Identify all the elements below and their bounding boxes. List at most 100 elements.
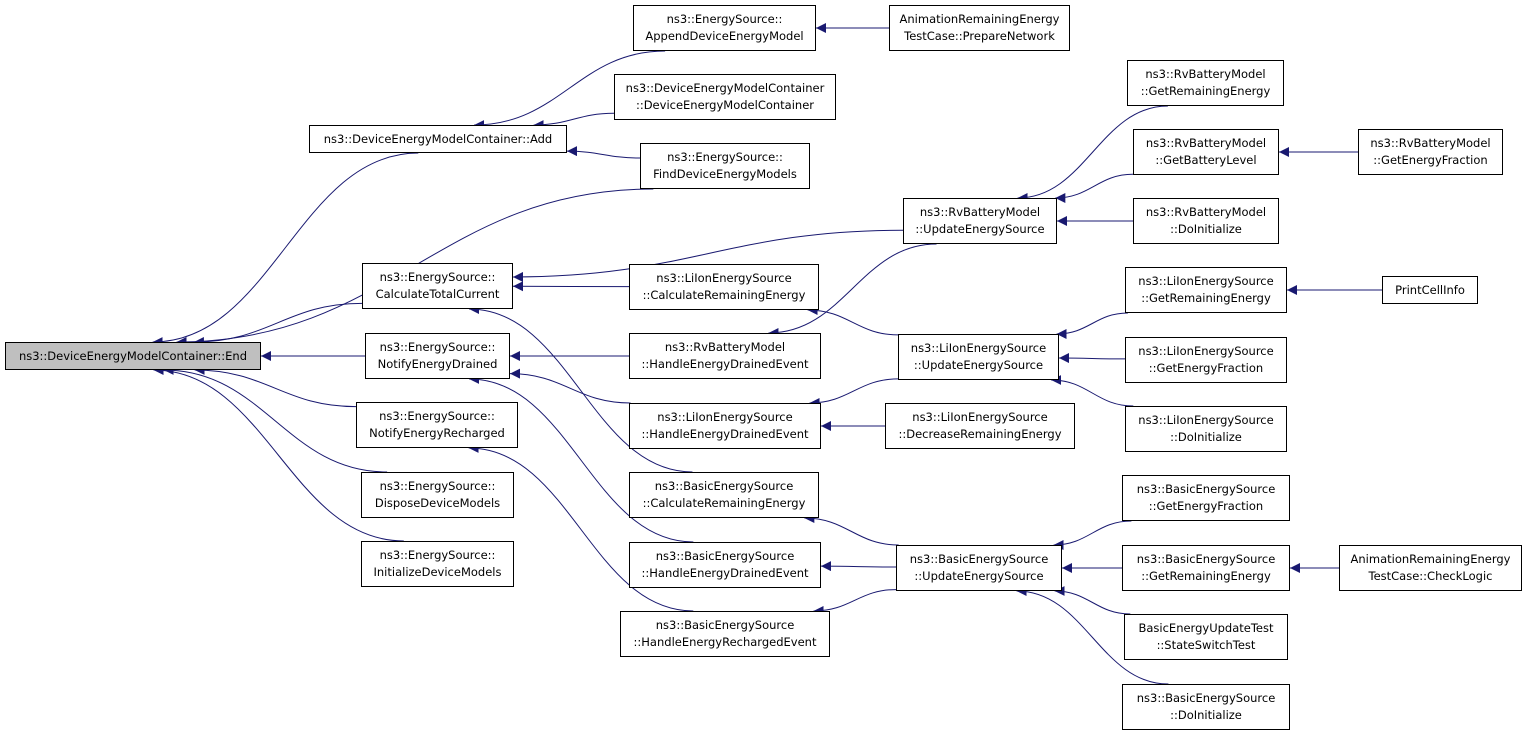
node-label-line-1: AnimationRemainingEnergy bbox=[1350, 552, 1511, 566]
edge-li_handle_drained-to-es_notify_drained bbox=[509, 368, 631, 404]
edge-es_calc_total-to-root bbox=[193, 302, 363, 347]
node-label-line-2: NotifyEnergyRecharged bbox=[369, 426, 505, 440]
edge-dem_ctor-to-dem_add bbox=[533, 112, 615, 130]
node-label-line-1: BasicEnergyUpdateTest bbox=[1138, 621, 1274, 635]
edge-li_get_frac-to-li_update bbox=[1058, 353, 1126, 364]
node-label-line-2: ::StateSwitchTest bbox=[1156, 638, 1256, 652]
node-label-line-2: AppendDeviceEnergyModel bbox=[645, 29, 804, 43]
node-label-line-1: ns3::RvBatteryModel bbox=[1370, 136, 1491, 150]
node-rv-get-remaining-energy[interactable]: ns3::RvBatteryModel ::GetRemainingEnergy bbox=[1127, 60, 1284, 106]
node-label-line-2: ::HandleEnergyRechargedEvent bbox=[633, 635, 817, 649]
node-dem-container-constructor[interactable]: ns3::DeviceEnergyModelContainer ::Device… bbox=[614, 74, 836, 120]
node-label-line-2: ::HandleEnergyDrainedEvent bbox=[641, 566, 809, 580]
edge-es_find-to-dem_add bbox=[566, 146, 641, 159]
node-label-line-2: ::GetRemainingEnergy bbox=[1140, 84, 1271, 98]
node-label-line-1: ns3::LiIonEnergySource bbox=[1138, 274, 1274, 288]
node-dem-container-add[interactable]: ns3::DeviceEnergyModelContainer::Add bbox=[309, 125, 567, 153]
node-rv-handle-energy-drained-event[interactable]: ns3::RvBatteryModel ::HandleEnergyDraine… bbox=[629, 333, 821, 379]
node-label-line-2: ::HandleEnergyDrainedEvent bbox=[641, 427, 809, 441]
node-animation-prepare-network[interactable]: AnimationRemainingEnergy TestCase::Prepa… bbox=[889, 5, 1070, 51]
node-print-cell-info[interactable]: PrintCellInfo bbox=[1382, 276, 1478, 304]
node-energy-source-find-device-energy-models[interactable]: ns3::EnergySource:: FindDeviceEnergyMode… bbox=[640, 143, 810, 189]
edge-basic_handle_drained-to-es_notify_drained bbox=[469, 374, 694, 543]
edge-li_doinit-to-li_update bbox=[1051, 375, 1134, 407]
edge-li_update-to-li_calc_rem bbox=[807, 305, 899, 336]
node-label-line-1: ns3::EnergySource:: bbox=[379, 548, 496, 562]
node-label-line-2: ::UpdateEnergySource bbox=[913, 358, 1044, 372]
node-energy-source-append-device-energy-model[interactable]: ns3::EnergySource:: AppendDeviceEnergyMo… bbox=[633, 5, 816, 51]
edge-dem_add-to-root bbox=[152, 152, 419, 347]
node-liion-update-energy-source[interactable]: ns3::LiIonEnergySource ::UpdateEnergySou… bbox=[898, 334, 1059, 380]
node-label-line-2: ::UpdateEnergySource bbox=[914, 569, 1044, 583]
node-label-line-2: CalculateTotalCurrent bbox=[375, 287, 500, 301]
node-label-line-1: ns3::EnergySource:: bbox=[379, 409, 495, 423]
node-energy-source-dispose-device-models[interactable]: ns3::EnergySource:: DisposeDeviceModels bbox=[361, 472, 514, 518]
edge-rv_update-to-es_calc_total bbox=[512, 229, 904, 282]
node-label-line-2: DisposeDeviceModels bbox=[374, 496, 501, 510]
node-label-line-1: ns3::BasicEnergySource bbox=[1136, 552, 1276, 566]
node-label-line-2: FindDeviceEnergyModels bbox=[653, 167, 797, 181]
node-label: PrintCellInfo bbox=[1395, 282, 1465, 297]
edge-basic_state_switch-to-basic_update bbox=[1054, 586, 1131, 615]
edge-rv_get_level-to-rv_update bbox=[1055, 173, 1134, 203]
node-label-line-1: ns3::LiIonEnergySource bbox=[657, 410, 793, 424]
node-label-line-2: ::DoInitialize bbox=[1170, 708, 1242, 722]
node-basic-handle-energy-recharged-event[interactable]: ns3::BasicEnergySource ::HandleEnergyRec… bbox=[620, 611, 830, 657]
node-label-line-1: ns3::LiIonEnergySource bbox=[1138, 344, 1274, 358]
node-liion-calculate-remaining-energy[interactable]: ns3::LiIonEnergySource ::CalculateRemain… bbox=[629, 264, 819, 310]
node-label-line-1: ns3::BasicEnergySource bbox=[655, 618, 795, 632]
node-device-energy-model-container-end: ns3::DeviceEnergyModelContainer::End bbox=[5, 342, 261, 370]
node-label-line-2: ::HandleEnergyDrainedEvent bbox=[641, 357, 809, 371]
node-basic-do-initialize[interactable]: ns3::BasicEnergySource ::DoInitialize bbox=[1122, 684, 1290, 730]
node-label-line-1: ns3::BasicEnergySource bbox=[655, 549, 795, 563]
node-basic-update-energy-source[interactable]: ns3::BasicEnergySource ::UpdateEnergySou… bbox=[896, 545, 1062, 591]
edge-basic_handle_recharged-to-es_notify_recharged bbox=[468, 443, 694, 612]
edge-basic_update-to-basic_handle_drained bbox=[820, 561, 897, 572]
edge-basic_update-to-basic_handle_recharged bbox=[813, 589, 897, 616]
node-basic-handle-energy-drained-event[interactable]: ns3::BasicEnergySource ::HandleEnergyDra… bbox=[629, 542, 821, 588]
node-label-line-2: ::DoInitialize bbox=[1170, 222, 1242, 236]
node-label-line-1: ns3::RvBatteryModel bbox=[1145, 205, 1267, 219]
node-rv-get-energy-fraction[interactable]: ns3::RvBatteryModel ::GetEnergyFraction bbox=[1358, 129, 1503, 175]
node-energy-source-notify-energy-drained[interactable]: ns3::EnergySource:: NotifyEnergyDrained bbox=[365, 333, 510, 379]
node-label-line-2: ::DeviceEnergyModelContainer bbox=[635, 98, 815, 112]
node-label-line-2: ::CalculateRemainingEnergy bbox=[642, 288, 806, 302]
node-rv-do-initialize[interactable]: ns3::RvBatteryModel ::DoInitialize bbox=[1133, 198, 1279, 244]
node-label-line-2: ::DecreaseRemainingEnergy bbox=[898, 427, 1062, 441]
node-liion-handle-energy-drained-event[interactable]: ns3::LiIonEnergySource ::HandleEnergyDra… bbox=[629, 403, 821, 449]
edge-es_notify_recharged-to-root bbox=[194, 365, 357, 408]
edge-basic_calc_rem-to-es_calc_total bbox=[469, 304, 693, 473]
node-liion-get-remaining-energy[interactable]: ns3::LiIonEnergySource ::GetRemainingEne… bbox=[1125, 267, 1287, 313]
node-liion-get-energy-fraction[interactable]: ns3::LiIonEnergySource ::GetEnergyFracti… bbox=[1125, 337, 1287, 383]
node-label-line-2: TestCase::CheckLogic bbox=[1368, 569, 1493, 583]
edge-li_get_rem-to-li_update bbox=[1056, 312, 1128, 339]
node-basic-get-energy-fraction[interactable]: ns3::BasicEnergySource ::GetEnergyFracti… bbox=[1122, 475, 1290, 521]
node-energy-source-notify-energy-recharged[interactable]: ns3::EnergySource:: NotifyEnergyRecharge… bbox=[356, 402, 518, 448]
edge-es_dispose-to-root bbox=[163, 365, 388, 473]
node-basic-state-switch-test[interactable]: BasicEnergyUpdateTest ::StateSwitchTest bbox=[1124, 614, 1288, 660]
node-label-line-2: InitializeDeviceModels bbox=[373, 565, 502, 579]
node-label-line-1: ns3::BasicEnergySource bbox=[1136, 691, 1276, 705]
node-label-line-1: AnimationRemainingEnergy bbox=[899, 12, 1060, 26]
node-label-line-1: ns3::BasicEnergySource bbox=[1136, 482, 1276, 496]
edge-li_update-to-li_handle_drained bbox=[809, 378, 899, 408]
node-label-line-1: ns3::EnergySource:: bbox=[379, 340, 496, 354]
node-rv-update-energy-source[interactable]: ns3::RvBatteryModel ::UpdateEnergySource bbox=[903, 198, 1057, 244]
edge-basic_get_frac-to-basic_update bbox=[1053, 520, 1132, 550]
node-label-line-2: ::GetBatteryLevel bbox=[1155, 153, 1257, 167]
node-rv-get-battery-level[interactable]: ns3::RvBatteryModel ::GetBatteryLevel bbox=[1133, 129, 1279, 175]
node-animation-check-logic[interactable]: AnimationRemainingEnergy TestCase::Check… bbox=[1339, 545, 1522, 591]
node-liion-do-initialize[interactable]: ns3::LiIonEnergySource ::DoInitialize bbox=[1125, 406, 1287, 452]
node-energy-source-initialize-device-models[interactable]: ns3::EnergySource:: InitializeDeviceMode… bbox=[361, 541, 514, 587]
node-basic-calculate-remaining-energy[interactable]: ns3::BasicEnergySource ::CalculateRemain… bbox=[629, 472, 819, 518]
node-liion-decrease-remaining-energy[interactable]: ns3::LiIonEnergySource ::DecreaseRemaini… bbox=[885, 403, 1075, 449]
node-label-line-1: ns3::EnergySource:: bbox=[666, 12, 783, 26]
node-label-line-1: ns3::EnergySource:: bbox=[667, 150, 783, 164]
node-energy-source-calculate-total-current[interactable]: ns3::EnergySource:: CalculateTotalCurren… bbox=[362, 263, 513, 309]
node-label-line-1: ns3::BasicEnergySource bbox=[654, 479, 794, 493]
node-label-line-1: ns3::LiIonEnergySource bbox=[656, 271, 792, 285]
node-basic-get-remaining-energy[interactable]: ns3::BasicEnergySource ::GetRemainingEne… bbox=[1122, 545, 1290, 591]
node-label-line-1: ns3::RvBatteryModel bbox=[919, 205, 1041, 219]
